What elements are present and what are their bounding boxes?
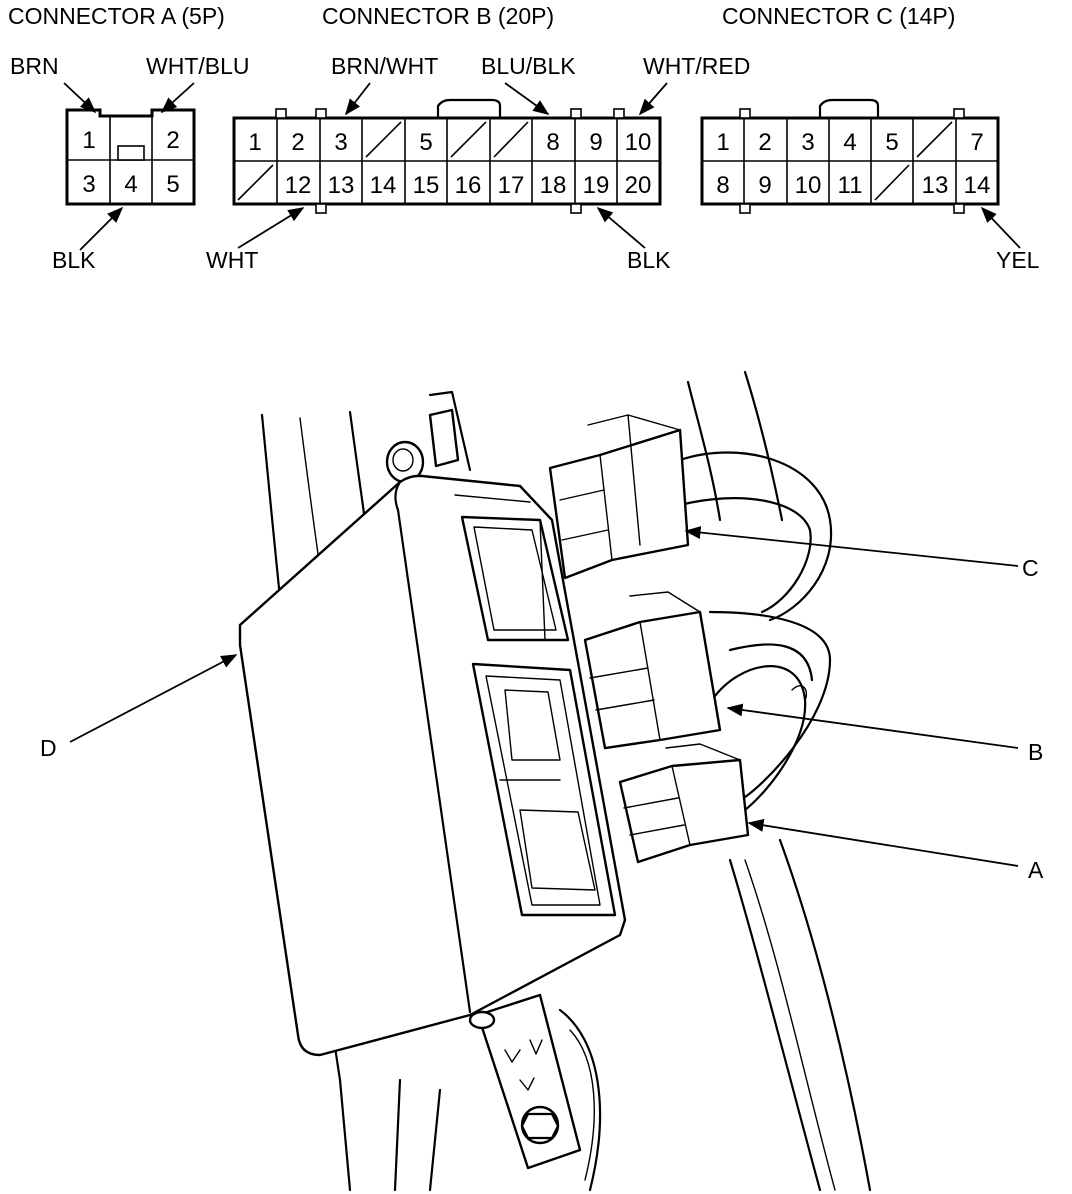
connector-b-pin: 2 — [291, 129, 304, 156]
installation-illustration — [238, 370, 872, 1192]
connector-b-pin: 8 — [546, 129, 559, 156]
wire-color-label: YEL — [996, 247, 1040, 273]
wire-color-label: WHT/RED — [643, 53, 750, 79]
callout-label: A — [1028, 857, 1044, 883]
connector-a-title: CONNECTOR A (5P) — [8, 3, 225, 29]
connector-c-pin: 14 — [964, 172, 991, 199]
connector-c-face: 1 2 3 4 5 7 8 9 10 11 13 14 — [700, 98, 1000, 214]
connector-b-pin: 10 — [625, 129, 652, 156]
connector-c-pin: 1 — [716, 129, 729, 156]
connector-b-title: CONNECTOR B (20P) — [322, 3, 554, 29]
connector-c-title: CONNECTOR C (14P) — [722, 3, 955, 29]
connector-b-pin: 12 — [285, 172, 312, 199]
callout-leader-d — [69, 654, 238, 743]
arrow-pointer — [160, 82, 195, 114]
connector-b-pin: 16 — [455, 172, 482, 199]
connector-a-pin: 3 — [82, 171, 95, 198]
callout-leader-a — [747, 818, 1019, 867]
connector-c-pin: 5 — [885, 129, 898, 156]
connector-b-pin: 5 — [419, 129, 432, 156]
connector-b-pin: 14 — [370, 172, 397, 199]
connector-a-pin: 4 — [124, 171, 137, 198]
connector-c-pin: 7 — [970, 129, 983, 156]
callout-leader-c — [684, 526, 1019, 567]
connector-c-pin: 3 — [801, 129, 814, 156]
connector-b-pin: 15 — [413, 172, 440, 199]
connector-b-pin: 20 — [625, 172, 652, 199]
arrow-pointer — [63, 82, 97, 114]
connector-c-pin: 10 — [795, 172, 822, 199]
connector-c-pin: 8 — [716, 172, 729, 199]
callout-label: B — [1028, 739, 1043, 765]
wire-color-label: WHT — [206, 247, 258, 273]
connector-c-pin: 11 — [838, 172, 863, 199]
arrow-pointer — [504, 82, 550, 115]
connector-b-pin: 1 — [248, 129, 261, 156]
connector-b-pin: 17 — [498, 172, 525, 199]
connector-b-pin: 3 — [334, 129, 347, 156]
connector-b-face: 1 2 3 5 8 9 10 12 13 14 15 16 17 18 19 2… — [232, 98, 662, 214]
arrow-pointer — [596, 206, 646, 249]
callout-label: C — [1022, 555, 1039, 581]
connector-a-pin: 1 — [82, 127, 95, 154]
connector-a-pin: 2 — [166, 127, 179, 154]
wire-color-label: BLK — [627, 247, 671, 273]
arrow-pointer — [638, 82, 668, 116]
wire-color-label: BRN — [10, 53, 59, 79]
connector-b-pin: 18 — [540, 172, 567, 199]
wire-color-label: BRN/WHT — [331, 53, 438, 79]
connector-a-face: 1 2 3 4 5 — [65, 108, 196, 206]
callout-leader-b — [726, 703, 1019, 749]
arrow-pointer — [79, 206, 124, 251]
connector-c-pin: 2 — [758, 129, 771, 156]
connector-c-pin: 13 — [922, 172, 949, 199]
connector-a-pin: 5 — [166, 171, 179, 198]
connector-c-pin: 9 — [758, 172, 771, 199]
connector-b-pin: 9 — [589, 129, 602, 156]
connector-b-pin: 13 — [328, 172, 355, 199]
wire-color-label: WHT/BLU — [146, 53, 250, 79]
arrow-pointer — [980, 206, 1021, 249]
connector-c-pin: 4 — [843, 129, 856, 156]
wire-color-label: BLK — [52, 247, 96, 273]
wire-color-label: BLU/BLK — [481, 53, 576, 79]
callout-label: D — [40, 735, 57, 761]
connector-b-pin: 19 — [583, 172, 610, 199]
arrow-pointer — [237, 207, 305, 249]
arrow-pointer — [345, 82, 371, 116]
